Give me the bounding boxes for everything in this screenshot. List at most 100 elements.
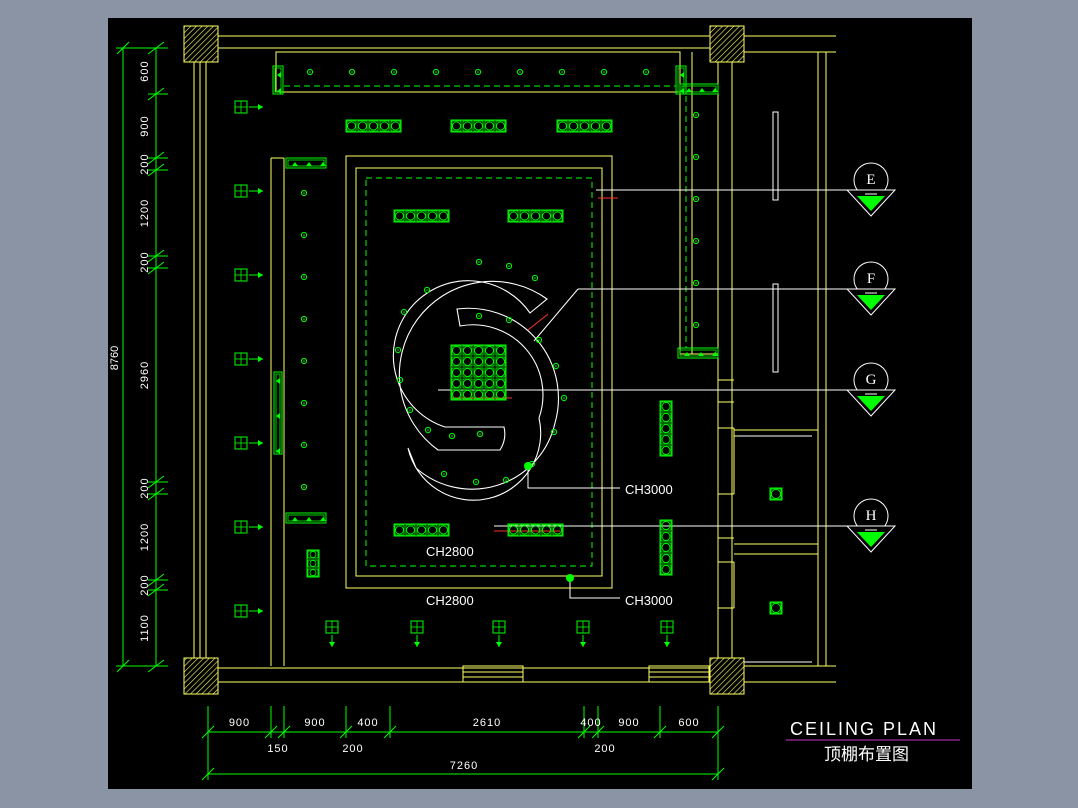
horizontal-dimension-label: 400 bbox=[357, 717, 378, 729]
horizontal-dimension-label: 200 bbox=[342, 743, 363, 755]
section-leader-lines bbox=[438, 189, 854, 599]
section-markers: E F G H bbox=[845, 162, 897, 553]
downlight-icon bbox=[300, 315, 308, 323]
horizontal-dimension-label: 400 bbox=[580, 717, 601, 729]
walls bbox=[193, 35, 836, 683]
section-marker-label: F bbox=[867, 271, 875, 287]
track-light-icon bbox=[285, 512, 327, 524]
downlight-icon bbox=[550, 428, 558, 436]
downlight-icon bbox=[306, 68, 314, 76]
downlight-icon bbox=[472, 478, 480, 486]
horizontal-dimension-label: 900 bbox=[229, 717, 250, 729]
air-vent-icon bbox=[325, 620, 339, 647]
downlight-icon bbox=[300, 441, 308, 449]
leader-dots bbox=[524, 462, 574, 582]
downlight-icon bbox=[475, 258, 483, 266]
vertical-dimension-label: 600 bbox=[139, 60, 151, 81]
downlight-icon bbox=[535, 336, 543, 344]
grille-light-icon bbox=[345, 119, 402, 133]
track-light-icon bbox=[677, 347, 719, 359]
downlight-icon bbox=[300, 483, 308, 491]
grille-light-icon bbox=[659, 519, 673, 576]
downlight-icon bbox=[394, 346, 402, 354]
downlight-icon bbox=[505, 316, 513, 324]
track-light-icon bbox=[273, 371, 283, 455]
dimension-ticks bbox=[116, 41, 725, 781]
track-light-icon bbox=[675, 65, 687, 95]
grille-light-icon bbox=[556, 119, 613, 133]
grille-light-icon bbox=[507, 523, 564, 537]
section-marker-e: E bbox=[845, 162, 897, 217]
grille-light-icon bbox=[769, 601, 783, 615]
downlight-icon bbox=[552, 362, 560, 370]
grille-light-icon bbox=[450, 344, 507, 401]
grille-light-icon bbox=[393, 523, 450, 537]
downlight-icon bbox=[528, 460, 536, 468]
downlight-icon bbox=[348, 68, 356, 76]
total-width-dimension: 7260 bbox=[450, 760, 478, 772]
downlight-icon bbox=[476, 430, 484, 438]
air-vent-icon bbox=[234, 436, 263, 450]
downlight-icon bbox=[560, 394, 568, 402]
downlight-icon bbox=[424, 426, 432, 434]
grille-light-icon bbox=[393, 209, 450, 223]
vertical-dimension-label: 1200 bbox=[139, 523, 151, 551]
air-vent-icon bbox=[234, 352, 263, 366]
ch3000-ring-label: CH3000 bbox=[625, 482, 673, 497]
air-vent-icon bbox=[410, 620, 424, 647]
vertical-dimension-label: 900 bbox=[139, 115, 151, 136]
downlight-icon bbox=[692, 279, 700, 287]
downlight-icon bbox=[300, 231, 308, 239]
section-marker-label: G bbox=[866, 372, 877, 388]
section-marker-f: F bbox=[845, 261, 897, 316]
s-ring-ceiling bbox=[392, 280, 559, 501]
vertical-dimension-label: 200 bbox=[139, 251, 151, 272]
section-marker-label: E bbox=[866, 172, 875, 188]
downlight-icon bbox=[558, 68, 566, 76]
downlight-icon bbox=[600, 68, 608, 76]
track-light-icon bbox=[272, 65, 284, 95]
vertical-dimension-label: 200 bbox=[139, 574, 151, 595]
air-vent-icon bbox=[234, 604, 263, 618]
downlight-icon bbox=[502, 476, 510, 484]
section-cut-marks bbox=[452, 197, 618, 532]
downlight-icon bbox=[448, 432, 456, 440]
downlight-icon bbox=[406, 406, 414, 414]
downlight-icon bbox=[642, 68, 650, 76]
downlight-icon bbox=[474, 68, 482, 76]
drawing-title-chinese: 顶棚布置图 bbox=[824, 745, 909, 764]
air-vent-icon bbox=[492, 620, 506, 647]
ch3000-border-label: CH3000 bbox=[625, 593, 673, 608]
air-vent-icon bbox=[576, 620, 590, 647]
track-light-icon bbox=[679, 83, 719, 95]
vertical-dimension-label: 1100 bbox=[139, 614, 151, 642]
cove-lighting bbox=[284, 85, 687, 567]
horizontal-dimension-label: 2610 bbox=[473, 717, 501, 729]
downlight-icon bbox=[475, 312, 483, 320]
structural-columns bbox=[183, 25, 745, 695]
downlight-icon bbox=[692, 111, 700, 119]
downlight-icon bbox=[692, 153, 700, 161]
vertical-dimension-label: 200 bbox=[139, 477, 151, 498]
section-marker-label: H bbox=[866, 508, 877, 524]
light-fixtures bbox=[234, 65, 783, 647]
downlight-icon bbox=[300, 273, 308, 281]
air-vent-icon bbox=[234, 520, 263, 534]
ch2800-inner-label: CH2800 bbox=[426, 544, 474, 559]
downlight-icon bbox=[432, 68, 440, 76]
vertical-dimension-label: 200 bbox=[139, 153, 151, 174]
horizontal-dimension-label: 900 bbox=[618, 717, 639, 729]
horizontal-dimension-label: 200 bbox=[594, 743, 615, 755]
downlight-icon bbox=[423, 286, 431, 294]
downlight-icon bbox=[505, 262, 513, 270]
downlight-icon bbox=[692, 237, 700, 245]
downlight-icon bbox=[300, 357, 308, 365]
grille-light-icon bbox=[306, 549, 320, 578]
track-light-icon bbox=[285, 157, 327, 169]
downlight-icon bbox=[396, 376, 404, 384]
downlight-icon bbox=[390, 68, 398, 76]
air-vent-icon bbox=[660, 620, 674, 647]
vertical-dimension-label: 2960 bbox=[139, 361, 151, 389]
